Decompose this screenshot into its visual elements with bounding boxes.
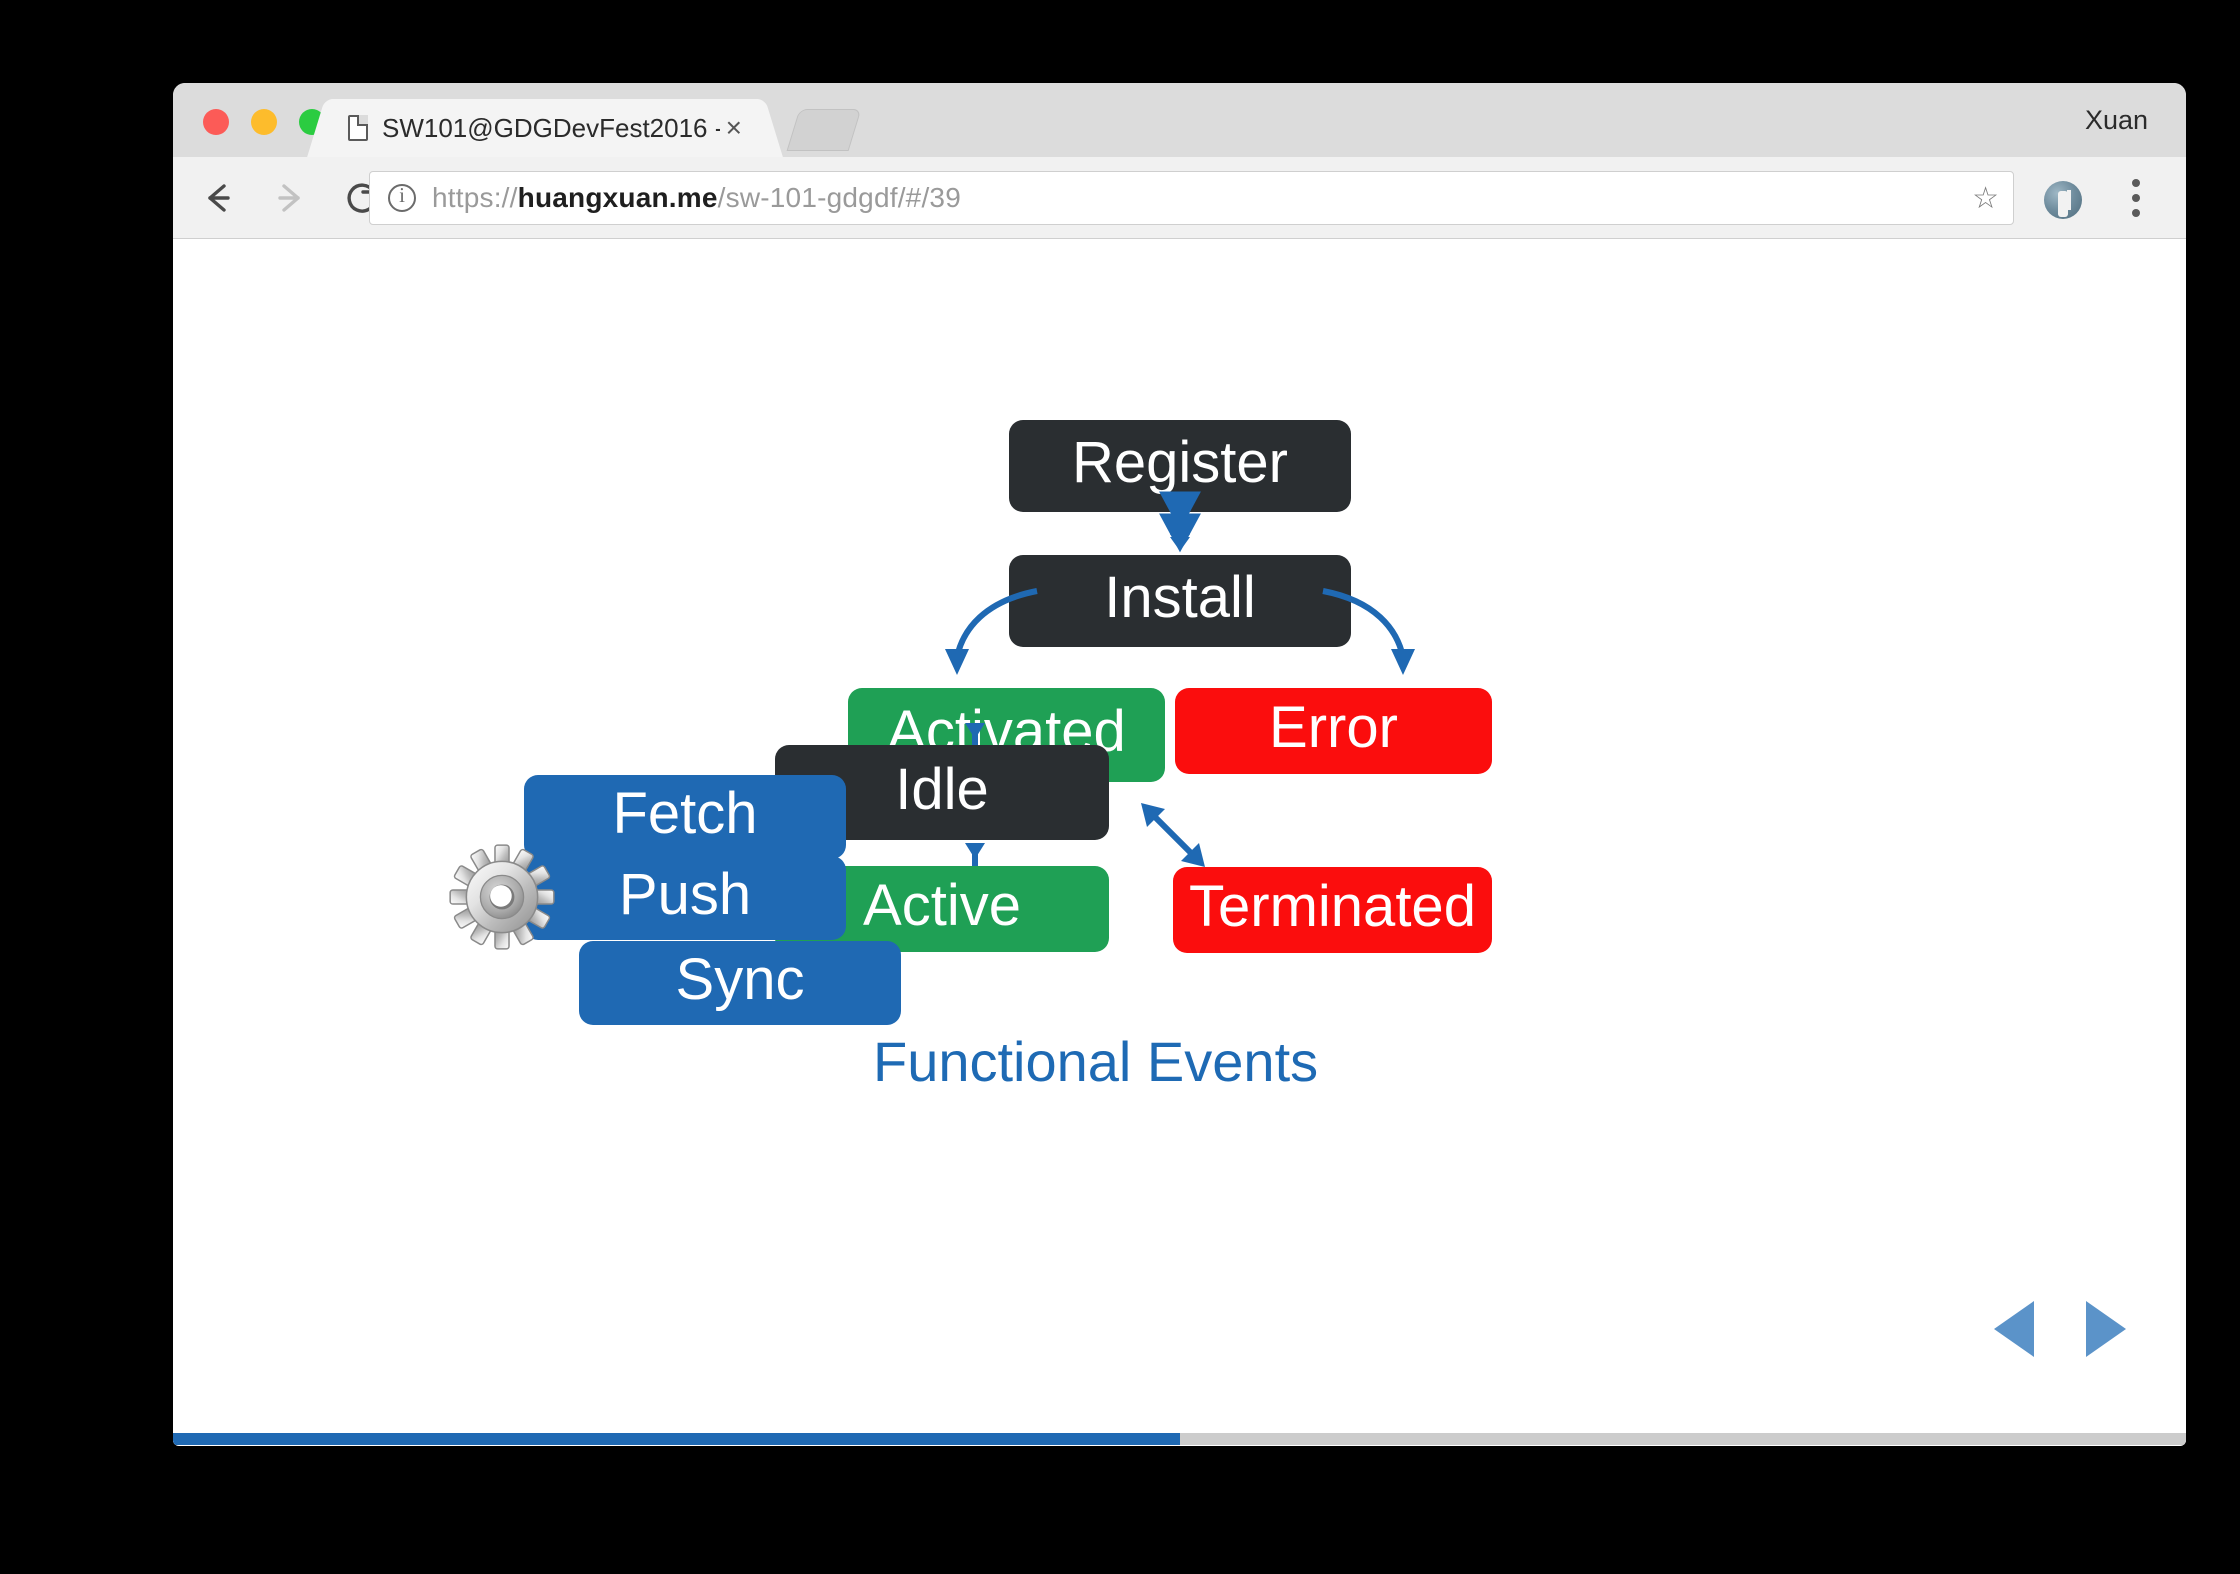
node-sync[interactable]: Sync (579, 941, 901, 1025)
node-push[interactable]: Push (524, 856, 846, 940)
node-fetch[interactable]: Fetch (524, 775, 846, 859)
window-traffic-lights (203, 109, 325, 135)
slide-progress-track[interactable] (173, 1433, 2186, 1445)
edge-register-install (1159, 491, 1201, 553)
tab-title: SW101@GDGDevFest2016 - ( (382, 112, 720, 143)
back-button[interactable] (191, 171, 245, 225)
slide-navigation (1994, 1301, 2126, 1357)
browser-tab[interactable]: SW101@GDGDevFest2016 - ( × (330, 99, 760, 157)
slide-progress-fill (173, 1433, 1180, 1445)
device-bezel: SW101@GDGDevFest2016 - ( × Xuan (60, 18, 2186, 1538)
close-tab-icon[interactable]: × (725, 112, 742, 143)
address-bar[interactable]: https://huangxuan.me/sw-101-gdgdf/#/39 ☆ (369, 171, 2014, 225)
browser-toolbar: https://huangxuan.me/sw-101-gdgdf/#/39 ☆ (173, 157, 2186, 239)
tab-strip: SW101@GDGDevFest2016 - ( × Xuan (173, 83, 2186, 157)
profile-name[interactable]: Xuan (2084, 105, 2148, 135)
node-install[interactable]: Install (1009, 555, 1351, 647)
next-slide-button[interactable] (2086, 1301, 2126, 1357)
edge-active-terminated (1141, 803, 1205, 867)
minimize-window-button[interactable] (251, 109, 277, 135)
bookmark-star-icon[interactable]: ☆ (1972, 181, 1999, 215)
url-text: https://huangxuan.me/sw-101-gdgdf/#/39 (432, 182, 961, 213)
previous-slide-button[interactable] (1994, 1301, 2034, 1357)
node-error[interactable]: Error (1175, 688, 1492, 774)
forward-button[interactable] (263, 171, 317, 225)
page-favicon-icon (348, 115, 368, 141)
slide-viewport: Register Install Activated Error Idle Ac… (173, 239, 2186, 1445)
browser-menu-icon[interactable] (2132, 179, 2142, 224)
site-info-icon[interactable] (388, 183, 416, 212)
profile-avatar-icon[interactable] (2044, 181, 2082, 219)
node-terminated[interactable]: Terminated (1173, 867, 1492, 953)
gear-icon (449, 844, 555, 950)
new-tab-button[interactable] (786, 109, 862, 151)
browser-window: SW101@GDGDevFest2016 - ( × Xuan (173, 83, 2186, 1446)
close-window-button[interactable] (203, 109, 229, 135)
node-register[interactable]: Register (1009, 420, 1351, 512)
url-host: huangxuan.me (517, 182, 718, 213)
slide-caption: Functional Events (873, 1030, 1319, 1093)
